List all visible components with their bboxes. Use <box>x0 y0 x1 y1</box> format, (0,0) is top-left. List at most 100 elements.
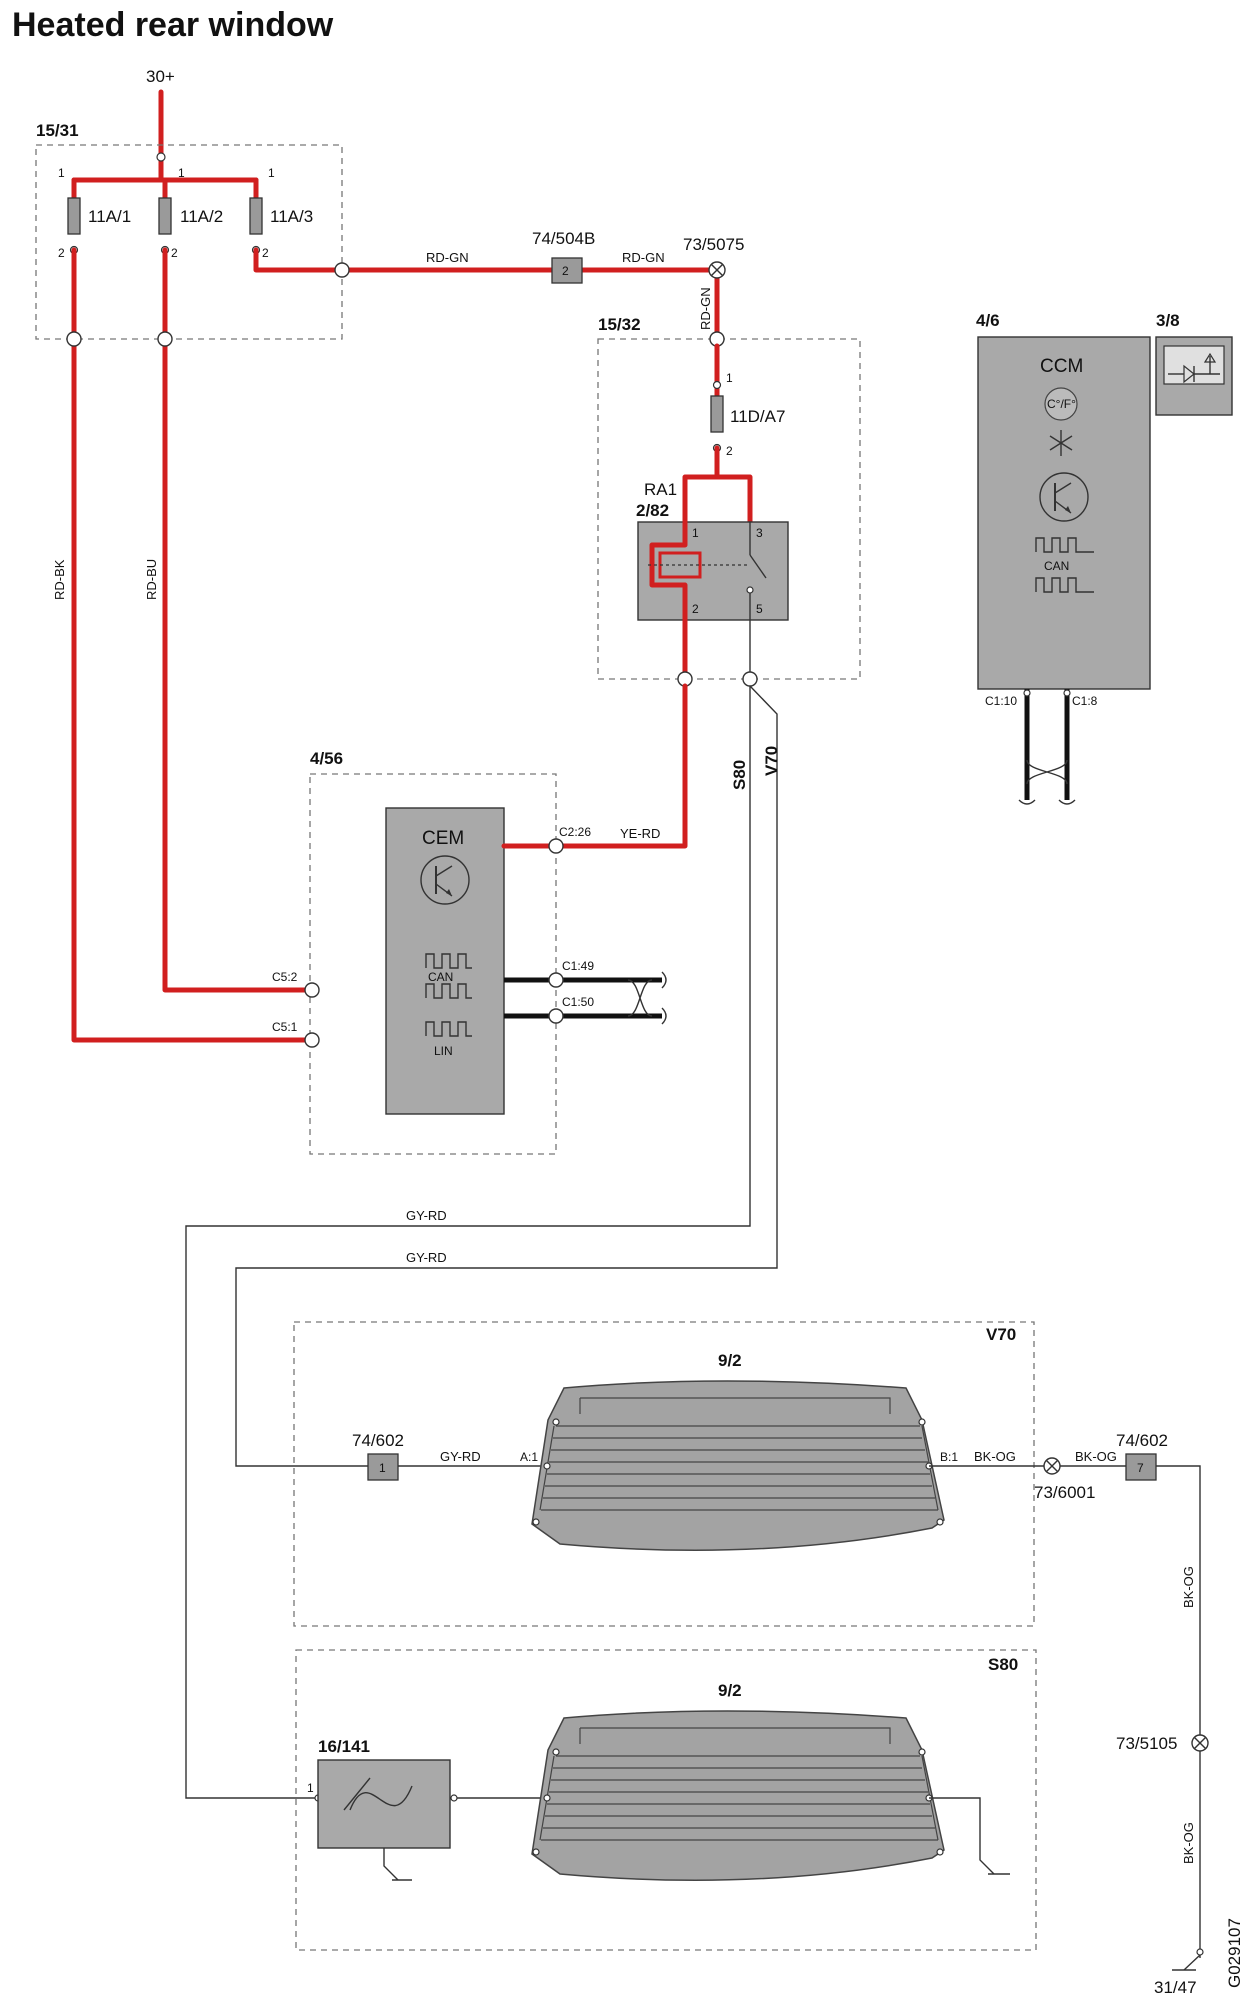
fuse-box-exit-1 <box>66 331 82 347</box>
fuse-11A-2: 1 2 11A/2 <box>158 166 223 260</box>
wire-bk-og-label-4: BK-OG <box>1181 1822 1196 1864</box>
variant-v70-label: V70 <box>762 746 781 776</box>
cem-twisted-pair-icon <box>627 971 667 1025</box>
drawing-id: G029107 <box>1225 1918 1244 1988</box>
cem-pin-c5-2 <box>304 982 320 998</box>
fuse-11d-a7-label: 11D/A7 <box>730 407 785 426</box>
v70-window-id: 9/2 <box>718 1351 742 1370</box>
fuse-1-pin-in: 1 <box>58 166 65 180</box>
snowflake-icon <box>1049 430 1073 456</box>
sensor-id: 3/8 <box>1156 311 1180 330</box>
relay-pin-1: 1 <box>692 526 699 540</box>
v70-pin-a1: A:1 <box>520 1450 538 1464</box>
wire-ye-rd <box>553 683 688 849</box>
relay-component: 2/82 <box>636 501 669 520</box>
wire-gy-rd-label-1: GY-RD <box>406 1208 447 1223</box>
splice-73-5105 <box>1191 1734 1209 1752</box>
cem-pin-c1-49 <box>548 972 564 988</box>
cem-pin-c2-26 <box>548 838 564 854</box>
connector-74-602-right <box>1125 1453 1157 1481</box>
cem-pin-c1-49-label: C1:49 <box>562 959 594 973</box>
v70-section-label: V70 <box>986 1325 1016 1344</box>
fuse-2-pin-in: 1 <box>178 166 185 180</box>
wire-rd-gn-label-1: RD-GN <box>426 250 469 265</box>
fuse-2b-pin-in: 1 <box>726 371 733 385</box>
cem-pin-c5-2-label: C5:2 <box>272 970 298 984</box>
cem-pin-c2-26-label: C2:26 <box>559 825 591 839</box>
connector-602-left-id: 74/602 <box>352 1431 404 1450</box>
ccm-pin-c1-8 <box>1063 689 1071 697</box>
relay-pin-3: 3 <box>756 526 763 540</box>
bus-junction <box>156 152 166 162</box>
relay-pin-2: 2 <box>692 602 699 616</box>
cem-id: 4/56 <box>310 749 343 768</box>
fuse-11A-3: 1 2 11A/3 <box>249 166 313 260</box>
connector-504b-id: 74/504B <box>532 229 595 248</box>
ccm-pin-c1-10 <box>1023 689 1031 697</box>
ccm-temp-symbol: C°/F° <box>1047 397 1076 411</box>
relay-coil-circuit <box>649 519 688 623</box>
ground-symbol-icon <box>1172 1948 1204 1971</box>
ground-wire <box>1156 1465 1201 1958</box>
ground-id: 31/47 <box>1154 1978 1197 1997</box>
cem-name: CEM <box>422 828 464 849</box>
filter-pin: 1 <box>307 1781 314 1795</box>
wire-rd-bu-label: RD-BU <box>144 559 159 600</box>
cem-module <box>385 807 505 1115</box>
wire-rd-gn <box>253 247 720 342</box>
fuse-2b-pin-out: 2 <box>726 444 733 458</box>
v70-pin-b1: B:1 <box>940 1450 958 1464</box>
fuse-2-pin-out: 2 <box>171 246 178 260</box>
connector-74-504b <box>551 257 583 284</box>
wire-bk-og-label-2: BK-OG <box>1075 1449 1117 1464</box>
splice-6001-id: 73/6001 <box>1034 1483 1095 1502</box>
splice-5105-id: 73/5105 <box>1116 1734 1177 1753</box>
connector-74-602-left <box>367 1453 399 1481</box>
fuse-3-pin-in: 1 <box>268 166 275 180</box>
wire-gy-rd-v70 <box>235 685 778 1467</box>
ccm-twisted-pair-icon <box>1018 759 1076 805</box>
fuse-box-exit-3 <box>334 262 350 278</box>
wire-bk-og-label-1: BK-OG <box>974 1449 1016 1464</box>
fuse-box-2-id: 15/32 <box>598 315 641 334</box>
fuse-11A-1: 1 2 11A/1 <box>58 166 131 260</box>
ccm-id: 4/6 <box>976 311 1000 330</box>
splice-5075-id: 73/5075 <box>683 235 744 254</box>
ccm-can-label: CAN <box>1044 559 1069 573</box>
ccm-pin-c1-8-label: C1:8 <box>1072 694 1098 708</box>
fuse-2-pin-top <box>712 380 722 390</box>
fuse-3-pin-out: 2 <box>262 246 269 260</box>
splice-73-5075 <box>708 261 726 279</box>
wire-gy-rd-s80 <box>185 686 751 1799</box>
wire-rd-bk <box>71 247 315 1043</box>
cem-boundary <box>309 773 557 1155</box>
fuse-box-15-31 <box>35 144 343 340</box>
fuse-1-pin-out: 2 <box>58 246 65 260</box>
relay-switch-blade <box>749 554 767 579</box>
fuse-1-label: 11A/1 <box>88 207 131 226</box>
s80-section <box>295 1649 1037 1951</box>
fuse-2-label: 11A/2 <box>180 207 223 226</box>
splice-73-6001 <box>1043 1457 1061 1475</box>
wire-ye-rd-label: YE-RD <box>620 826 660 841</box>
s80-ground-wire <box>929 1797 995 1875</box>
s80-window-id: 9/2 <box>718 1681 742 1700</box>
wire-bk-og-label-3: BK-OG <box>1181 1566 1196 1608</box>
relay-feed <box>682 445 753 525</box>
cem-pin-c5-1-label: C5:1 <box>272 1020 298 1034</box>
fuse-3-label: 11A/3 <box>270 207 313 226</box>
cem-lin-signal-icon <box>425 1021 472 1037</box>
ccm-name: CCM <box>1040 356 1083 377</box>
v70-section <box>293 1321 1035 1627</box>
fuse-box-1-id: 15/31 <box>36 121 79 140</box>
fuse-box-15-32 <box>597 338 861 680</box>
connector-602-right-id: 74/602 <box>1116 1431 1168 1450</box>
filter-16-141 <box>317 1759 451 1849</box>
fuse-box-2-exit-2 <box>742 671 758 687</box>
s80-section-label: S80 <box>988 1655 1018 1674</box>
temperature-unit-icon <box>1044 387 1078 421</box>
ccm-can-signal-icon <box>1035 537 1094 593</box>
wire-rd-bu <box>162 247 315 993</box>
heated-rear-window-s80 <box>531 1710 945 1881</box>
